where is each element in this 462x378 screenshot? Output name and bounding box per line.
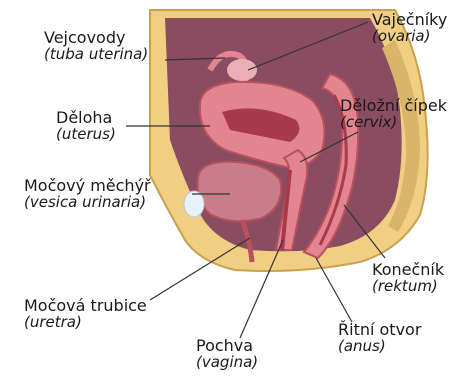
label-bladder-latin: (vesica urinaria) [24, 195, 151, 211]
label-urethra: Močová trubice (uretra) [24, 298, 147, 331]
bladder-shape [198, 162, 282, 221]
label-cervix-latin: (cervix) [340, 115, 447, 131]
label-ovary-latin: (ovaria) [372, 29, 447, 45]
label-cervix: Děložní čípek (cervix) [340, 98, 447, 131]
leader-anus [316, 258, 352, 322]
label-ovary: Vaječníky (ovaria) [372, 12, 447, 45]
label-anus-latin: (anus) [338, 339, 421, 355]
label-uterus: Děloha (uterus) [56, 110, 116, 143]
label-vagina: Pochva (vagina) [196, 338, 258, 371]
label-anus: Řitní otvor (anus) [338, 322, 421, 355]
label-uterus-latin: (uterus) [56, 127, 116, 143]
label-rectum: Konečník (rektum) [372, 262, 444, 295]
ovary-shape [227, 59, 257, 81]
label-fallopian-tube: Vejcovody (tuba uterina) [44, 30, 148, 63]
label-urethra-latin: (uretra) [24, 315, 147, 331]
pubic-bone [184, 191, 204, 217]
label-vagina-latin: (vagina) [196, 355, 258, 371]
label-fallopian-tube-latin: (tuba uterina) [44, 47, 148, 63]
label-rectum-latin: (rektum) [372, 279, 444, 295]
label-bladder: Močový měchýř (vesica urinaria) [24, 178, 151, 211]
